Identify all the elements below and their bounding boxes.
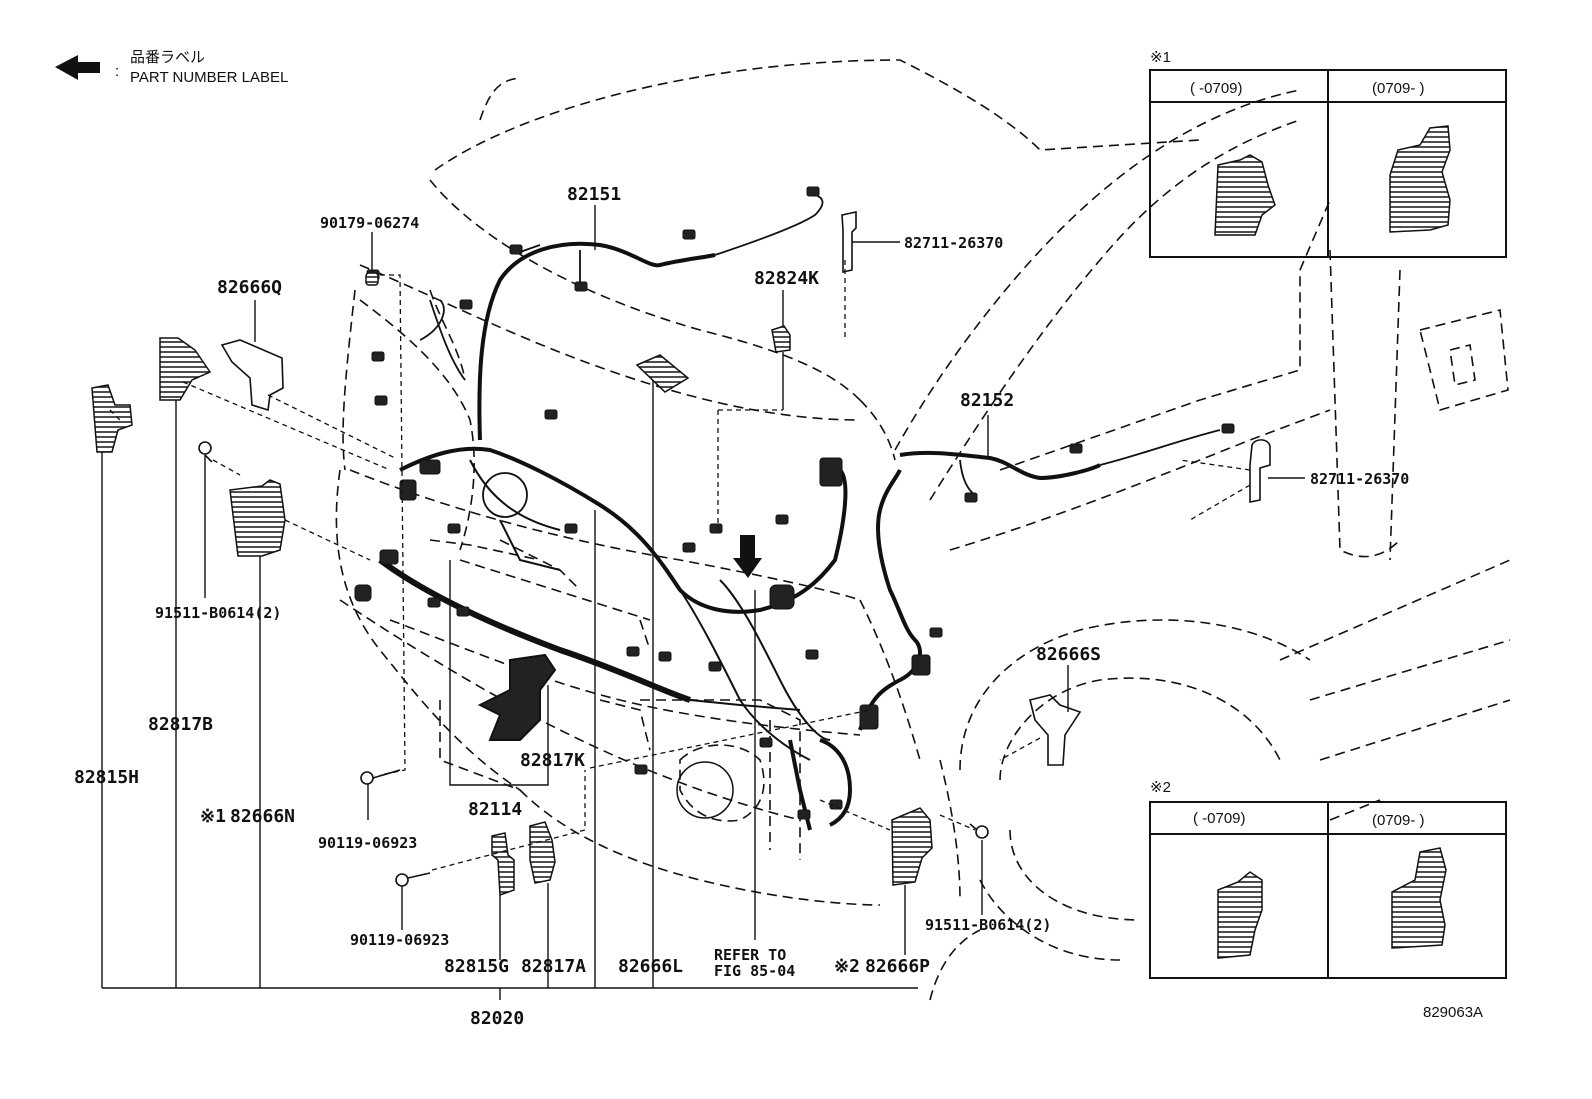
inset-1: ※1 ( -0709) (0709- ) <box>1149 49 1507 258</box>
label-91511-B0614-left: 91511-B0614(2) <box>155 604 281 622</box>
part-82711-top-shape <box>841 211 857 273</box>
part-shapes <box>91 211 1271 897</box>
legend-label-en: PART NUMBER LABEL <box>130 69 288 86</box>
label-82666N-mark: ※1 <box>200 806 226 827</box>
part-82666N-shape <box>229 479 286 557</box>
label-90119-06923-lower: 90119-06923 <box>350 931 449 949</box>
inset-1-bracket-late <box>1389 125 1451 233</box>
inset-1-col2-header: (0709- ) <box>1372 80 1425 97</box>
label-82817B: 82817B <box>148 714 213 735</box>
label-82711-26370-right: 82711-26370 <box>1310 470 1409 488</box>
legend: : 品番ラベル PART NUMBER LABEL <box>55 49 288 86</box>
inset-2: ※2 ( -0709) (0709- ) <box>1149 779 1507 979</box>
part-labels: 82151 90179-06274 82666Q 82711-26370 828… <box>74 184 1409 1029</box>
label-82824K: 82824K <box>754 268 819 289</box>
label-82711-26370-top: 82711-26370 <box>904 234 1003 252</box>
label-refer-fig: FIG 85-04 <box>714 962 795 980</box>
label-82666P-mark: ※2 <box>834 956 860 977</box>
label-82817K: 82817K <box>520 750 585 771</box>
label-82666Q: 82666Q <box>217 277 282 298</box>
label-82151: 82151 <box>567 184 621 205</box>
part-82666P-shape <box>891 807 933 886</box>
label-82114: 82114 <box>468 799 522 820</box>
clip-90179-shape <box>365 272 379 286</box>
label-91511-B0614-right: 91511-B0614(2) <box>925 916 1051 934</box>
label-82815G: 82815G <box>444 956 509 977</box>
label-82152: 82152 <box>960 390 1014 411</box>
part-82666S-shape <box>1029 694 1082 766</box>
inset-2-col2-header: (0709- ) <box>1372 812 1425 829</box>
figure-id: 829063A <box>1423 1004 1483 1021</box>
inset-2-mark: ※2 <box>1150 779 1171 796</box>
part-82815H-shape <box>91 384 133 453</box>
inset-2-bracket-early <box>1217 871 1263 959</box>
label-82815H: 82815H <box>74 767 139 788</box>
label-82666L: 82666L <box>618 956 683 977</box>
leader-lines <box>101 205 1305 1000</box>
label-refer-to: REFER TO <box>714 946 786 964</box>
inset-1-bracket-early <box>1214 154 1276 236</box>
label-82666S: 82666S <box>1036 644 1101 665</box>
svg-text::: : <box>115 63 119 80</box>
label-82020: 82020 <box>470 1008 524 1029</box>
bolt-91511-left <box>198 441 213 463</box>
bolt-90119-lower <box>395 872 431 887</box>
part-82817A-shape <box>529 821 556 884</box>
part-82711-right-shape <box>1249 439 1271 503</box>
arrow-down-icon <box>733 535 762 578</box>
arrow-left-icon <box>55 55 100 80</box>
label-82666P: 82666P <box>865 956 930 977</box>
part-82815G-shape <box>491 832 515 897</box>
part-82666Q-shape <box>220 339 284 412</box>
legend-label-jp: 品番ラベル <box>130 49 205 66</box>
bolt-91511-right <box>969 823 989 839</box>
label-82817A: 82817A <box>521 956 586 977</box>
wire-harness <box>354 186 1235 831</box>
inset-2-col1-header: ( -0709) <box>1193 810 1246 827</box>
label-82666N: 82666N <box>230 806 295 827</box>
label-90119-06923-upper: 90119-06923 <box>318 834 417 852</box>
inset-1-mark: ※1 <box>1150 49 1171 66</box>
part-82817B-shape <box>159 337 212 401</box>
inset-2-bracket-late <box>1391 847 1447 949</box>
inset-1-col1-header: ( -0709) <box>1190 80 1243 97</box>
part-82824K-shape <box>771 325 791 353</box>
label-90179-06274: 90179-06274 <box>320 214 419 232</box>
vehicle-outline <box>335 59 1511 1001</box>
